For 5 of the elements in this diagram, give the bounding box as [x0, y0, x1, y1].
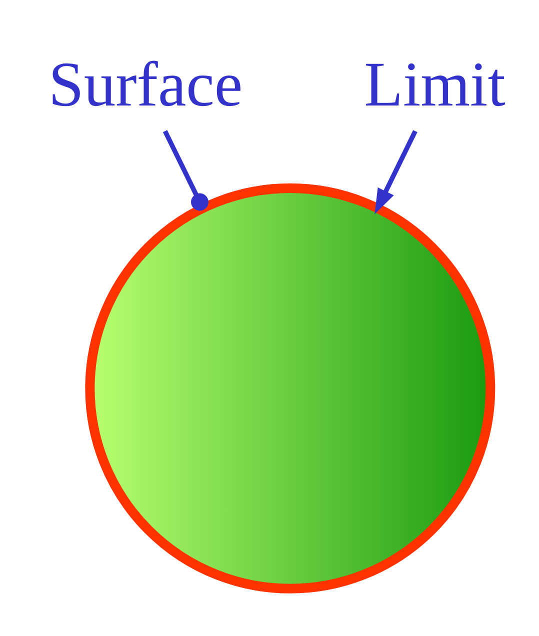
node-text: Surface — [48, 48, 243, 120]
node-circle — [85, 182, 496, 593]
arrow — [374, 130, 418, 214]
node-text: Limit — [364, 48, 506, 120]
connector — [162, 130, 208, 210]
